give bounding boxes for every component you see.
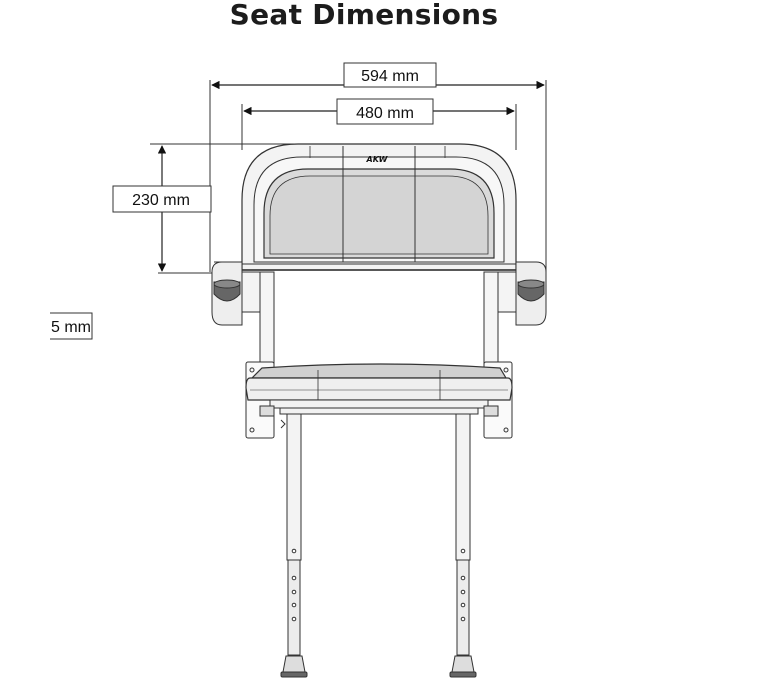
- overall-width-label: 594 mm: [361, 68, 419, 85]
- seat-width-label: 480 mm: [356, 105, 414, 122]
- dimension-overall-width: 594 mm: [211, 62, 545, 90]
- dimension-seat-width: 480 mm: [243, 98, 515, 125]
- backrest-height-label: 230 mm: [132, 192, 190, 209]
- dimension-backrest-height: 230 mm: [112, 145, 212, 272]
- left-leg: [280, 413, 308, 678]
- left-hinge: [211, 261, 263, 326]
- seat: [245, 363, 513, 401]
- dimension-partial: 5 mm: [40, 312, 93, 340]
- uprights: [259, 271, 499, 369]
- crossbar: [259, 399, 499, 429]
- backrest-logo: AKW: [366, 155, 389, 164]
- page-title: Seat Dimensions: [229, 0, 499, 31]
- backrest: [241, 143, 517, 271]
- partial-depth-label: 5 mm: [51, 319, 91, 336]
- right-hinge: [495, 261, 547, 326]
- right-leg: [449, 413, 477, 678]
